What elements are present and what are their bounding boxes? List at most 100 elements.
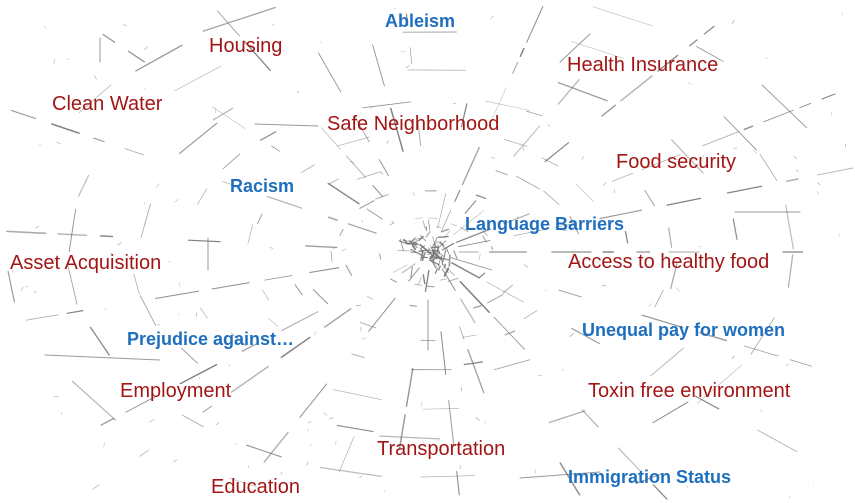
web-stroke (432, 236, 436, 248)
web-stroke (733, 147, 738, 150)
web-stroke (211, 282, 250, 290)
web-stroke (752, 149, 757, 154)
web-stroke (280, 471, 283, 475)
web-stroke (418, 276, 422, 285)
web-stroke (793, 155, 797, 159)
web-stroke (368, 297, 396, 332)
web-stroke (338, 436, 355, 473)
web-stroke (433, 242, 436, 250)
web-stroke (420, 245, 426, 249)
web-stroke (389, 222, 395, 226)
web-stroke (447, 268, 455, 276)
web-stroke (462, 334, 477, 338)
web-stroke (495, 170, 508, 176)
web-stroke (603, 182, 607, 186)
web-stroke (519, 471, 601, 479)
web-stroke (178, 282, 181, 287)
web-stroke (437, 257, 442, 267)
need-access-to-healthy-food: Access to healthy food (568, 251, 770, 273)
web-stroke (447, 277, 459, 282)
web-stroke (123, 24, 127, 27)
web-stroke (299, 383, 328, 418)
web-stroke (202, 6, 276, 32)
web-stroke (446, 247, 450, 255)
web-stroke (799, 102, 812, 109)
web-stroke (460, 103, 468, 128)
web-stroke (246, 444, 282, 458)
web-stroke (429, 256, 437, 269)
web-stroke (361, 337, 366, 340)
web-stroke (671, 139, 704, 174)
web-stroke (523, 310, 538, 320)
web-stroke (67, 58, 70, 60)
web-stroke (414, 217, 423, 220)
web-stroke (429, 259, 440, 266)
web-stroke (557, 81, 608, 102)
web-stroke (513, 228, 550, 236)
web-stroke (411, 244, 417, 251)
web-stroke (405, 367, 414, 407)
web-stroke (405, 13, 409, 27)
web-stroke (817, 167, 854, 176)
web-stroke (390, 278, 397, 283)
web-stroke (399, 238, 404, 252)
web-stroke (525, 110, 543, 117)
web-stroke (731, 355, 735, 359)
web-stroke (211, 106, 246, 129)
web-stroke (569, 332, 574, 337)
web-stroke (578, 260, 581, 269)
web-stroke (436, 240, 445, 247)
web-stroke (305, 245, 338, 249)
web-stroke (263, 431, 289, 463)
web-stroke (71, 380, 117, 421)
web-stroke (70, 275, 72, 277)
need-health-insurance: Health Insurance (567, 54, 719, 76)
web-stroke (463, 361, 484, 366)
web-stroke (409, 241, 418, 249)
web-stroke (300, 164, 315, 173)
need-employment: Employment (120, 380, 232, 402)
web-stroke (424, 269, 430, 292)
web-stroke (569, 215, 580, 235)
web-stroke (410, 248, 424, 257)
web-stroke (541, 157, 559, 167)
web-stroke (323, 412, 328, 416)
web-stroke (601, 284, 607, 287)
need-clean-water: Clean Water (52, 93, 163, 115)
web-stroke (425, 226, 428, 231)
web-stroke (516, 175, 540, 190)
web-stroke (420, 401, 423, 408)
web-stroke (243, 40, 271, 72)
web-stroke (431, 250, 437, 257)
web-stroke (337, 136, 370, 147)
web-stroke (641, 154, 681, 170)
web-stroke (491, 245, 493, 251)
web-stroke (666, 197, 702, 206)
web-stroke (750, 317, 775, 355)
web-stroke (459, 281, 490, 313)
web-stroke (328, 178, 339, 185)
web-stroke (448, 400, 455, 446)
web-stroke (369, 106, 374, 109)
web-stroke (558, 289, 582, 298)
web-stroke (215, 421, 220, 426)
web-stroke (571, 41, 625, 59)
web-stroke (437, 235, 449, 238)
web-stroke (51, 123, 80, 134)
web-stroke (534, 468, 536, 474)
web-stroke (759, 153, 778, 182)
web-stroke (418, 235, 424, 241)
web-stroke (359, 200, 375, 209)
web-stroke (544, 289, 547, 292)
web-stroke (451, 262, 480, 279)
web-stroke (330, 250, 333, 262)
web-stroke (696, 46, 724, 62)
web-stroke (66, 310, 84, 314)
web-stroke (443, 263, 449, 274)
web-stroke (484, 420, 487, 424)
web-stroke (460, 298, 476, 324)
web-stroke (654, 289, 664, 308)
web-stroke (314, 331, 317, 335)
web-stroke (431, 236, 438, 249)
